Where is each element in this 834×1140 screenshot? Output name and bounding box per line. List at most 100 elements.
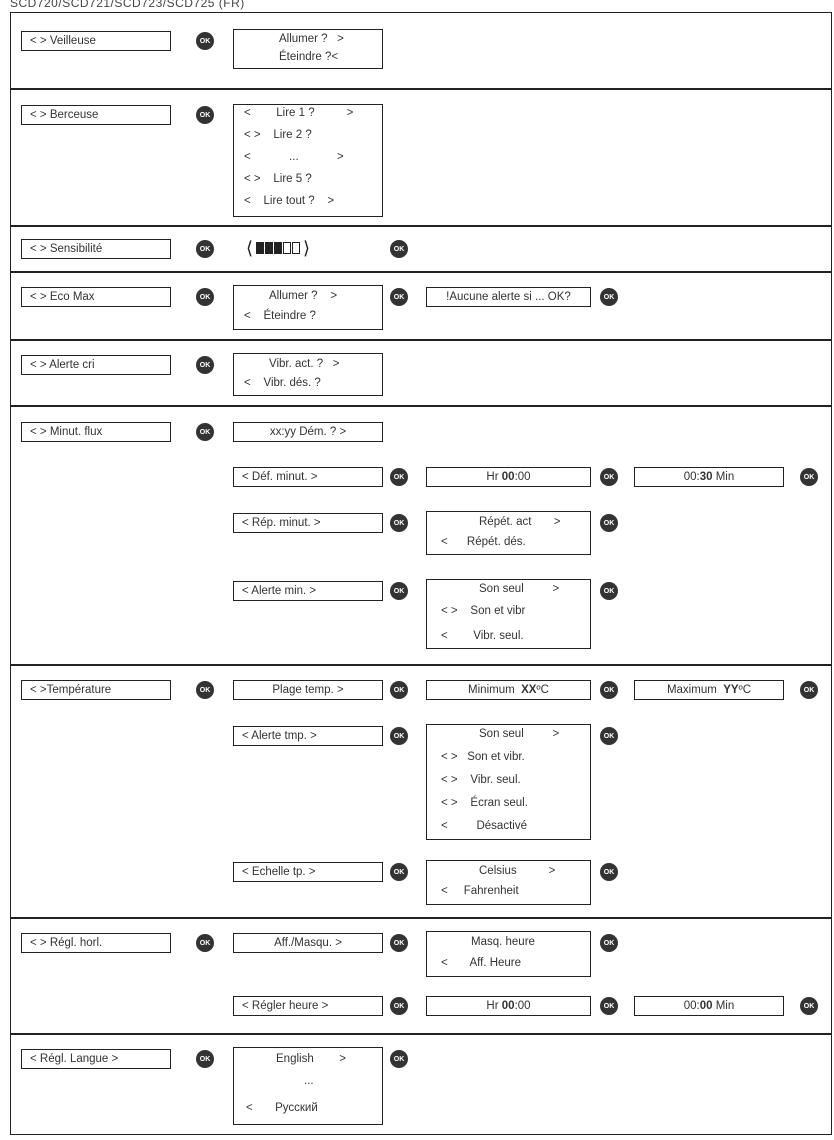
option-vibr-act: Vibr. act. ? > — [269, 358, 340, 370]
option-english: English > — [276, 1053, 346, 1065]
ok-button-icon: OK — [600, 582, 618, 600]
menu-item-temperature: < >Température — [21, 680, 171, 700]
submenu-langue: English > ... < Русский — [233, 1047, 383, 1125]
ok-button-icon: OK — [390, 727, 408, 745]
sensitivity-cell — [274, 242, 282, 254]
option-son-seul: Son seul > — [479, 728, 560, 740]
ok-button-icon: OK — [390, 514, 408, 532]
sensitivity-cell — [292, 242, 300, 254]
submenu-alerte-min: Son seul > < > Son et vibr < Vibr. seul. — [426, 579, 591, 649]
menu-item-regl-horl: < > Régl. horl. — [21, 933, 171, 953]
ok-button-icon: OK — [196, 240, 214, 258]
option-son-et-vibr: < > Son et vibr. — [441, 751, 525, 763]
submenu-repet: Répét. act > < Répét. dés. — [426, 511, 591, 555]
option-lire-1: < Lire 1 ? > — [244, 107, 354, 119]
section-temperature: < >Température OK Plage temp. > OK Minim… — [10, 665, 832, 918]
menu-item-veilleuse: < > Veilleuse — [21, 31, 171, 51]
option-vibr-seul: < Vibr. seul. — [441, 630, 524, 642]
ok-button-icon: OK — [600, 997, 618, 1015]
option-repet-act: Répét. act > — [479, 516, 561, 528]
menu-item-alerte-cri: < > Alerte cri — [21, 355, 171, 375]
ok-button-icon: OK — [196, 1050, 214, 1068]
option-eteindre: < Éteindre ? — [244, 310, 316, 322]
option-fahrenheit: < Fahrenheit — [441, 885, 519, 897]
menu-item-eco-max: < > Eco Max — [21, 287, 171, 307]
clock-hour-field: Hr 00:00 — [426, 996, 591, 1016]
option-demarrer: xx:yy Dém. ? > — [233, 422, 383, 442]
ok-button-icon: OK — [800, 681, 818, 699]
ok-button-icon: OK — [600, 863, 618, 881]
eco-max-alert-message: !Aucune alerte si ... OK? — [426, 287, 591, 307]
ok-button-icon: OK — [600, 288, 618, 306]
option-allumer: Allumer ? > — [269, 290, 338, 302]
timer-hour-field: Hr 00:00 — [426, 467, 591, 487]
section-veilleuse: < > Veilleuse OK Allumer ? > Éteindre ?< — [10, 12, 832, 89]
submenu-alerte-tmp: Son seul > < > Son et vibr. < > Vibr. se… — [426, 724, 591, 840]
option-aff-masqu: Aff./Masqu. > — [233, 933, 383, 953]
document-header: SCD720/SCD721/SCD723/SCD725 (FR) — [10, 0, 245, 10]
ok-button-icon: OK — [800, 997, 818, 1015]
ok-button-icon: OK — [390, 997, 408, 1015]
ok-button-icon: OK — [600, 468, 618, 486]
option-desactive: < Désactivé — [441, 820, 527, 832]
menu-item-berceuse: < > Berceuse — [21, 105, 171, 125]
section-alerte-cri: < > Alerte cri OK Vibr. act. ? > < Vibr.… — [10, 340, 832, 406]
sensitivity-level-meter: ⟨ ⟩ — [245, 238, 311, 258]
ok-button-icon: OK — [600, 727, 618, 745]
ok-button-icon: OK — [390, 288, 408, 306]
section-regl-langue: < Régl. Langue > OK English > ... < Русс… — [10, 1034, 832, 1135]
submenu-alerte-cri: Vibr. act. ? > < Vibr. dés. ? — [233, 353, 383, 396]
option-alerte-min: < Alerte min. > — [233, 581, 383, 601]
ok-button-icon: OK — [196, 32, 214, 50]
option-ellipsis: < ... > — [244, 151, 344, 163]
ok-button-icon: OK — [600, 514, 618, 532]
option-rep-minut: < Rép. minut. > — [233, 513, 383, 533]
ok-button-icon: OK — [196, 106, 214, 124]
option-celsius: Celsius > — [479, 865, 556, 877]
sensitivity-cell — [256, 242, 264, 254]
ok-button-icon: OK — [390, 934, 408, 952]
sensitivity-cell — [265, 242, 273, 254]
section-sensibilite: < > Sensibilité OK ⟨ ⟩ OK — [10, 226, 832, 272]
option-regler-heure: < Régler heure > — [233, 996, 383, 1016]
ok-button-icon: OK — [390, 681, 408, 699]
option-lire-2: < > Lire 2 ? — [244, 129, 312, 141]
option-vibr-des: < Vibr. dés. ? — [244, 377, 321, 389]
ok-button-icon: OK — [390, 468, 408, 486]
ok-button-icon: OK — [390, 240, 408, 258]
option-son-et-vibr: < > Son et vibr — [441, 605, 526, 617]
ok-button-icon: OK — [390, 582, 408, 600]
option-ecran-seul: < > Écran seul. — [441, 797, 528, 809]
menu-item-regl-langue: < Régl. Langue > — [21, 1049, 171, 1069]
option-lire-tout: < Lire tout ? > — [244, 195, 335, 207]
timer-minute-field: 00:30 Min — [634, 467, 784, 487]
submenu-veilleuse: Allumer ? > Éteindre ?< — [233, 29, 383, 69]
ok-button-icon: OK — [800, 468, 818, 486]
option-def-minut: < Déf. minut. > — [233, 467, 383, 487]
sensitivity-cell — [283, 242, 291, 254]
option-repet-des: < Répét. dés. — [441, 536, 526, 548]
option-russian: < Русский — [246, 1102, 318, 1114]
ok-button-icon: OK — [196, 681, 214, 699]
option-aff-heure: < Aff. Heure — [441, 957, 522, 969]
ok-button-icon: OK — [196, 356, 214, 374]
submenu-echelle: Celsius > < Fahrenheit — [426, 860, 591, 905]
submenu-berceuse: < Lire 1 ? > < > Lire 2 ? < ... > < > Li… — [233, 104, 383, 217]
option-eteindre: Éteindre ?< — [279, 51, 339, 63]
sensitivity-cells — [256, 242, 300, 254]
ok-button-icon: OK — [600, 934, 618, 952]
menu-item-sensibilite: < > Sensibilité — [21, 239, 171, 259]
clock-minute-field: 00:00 Min — [634, 996, 784, 1016]
ok-button-icon: OK — [196, 423, 214, 441]
option-vibr-seul: < > Vibr. seul. — [441, 774, 521, 786]
option-plage-temp: Plage temp. > — [233, 680, 383, 700]
section-eco-max: < > Eco Max OK Allumer ? > < Éteindre ? … — [10, 272, 832, 340]
submenu-eco-max: Allumer ? > < Éteindre ? — [233, 285, 383, 330]
option-alerte-tmp: < Alerte tmp. > — [233, 726, 383, 746]
option-allumer: Allumer ? > — [279, 33, 344, 45]
submenu-aff-masqu: Masq. heure < Aff. Heure — [426, 931, 591, 977]
option-son-seul: Son seul > — [479, 583, 560, 595]
ok-button-icon: OK — [390, 1050, 408, 1068]
